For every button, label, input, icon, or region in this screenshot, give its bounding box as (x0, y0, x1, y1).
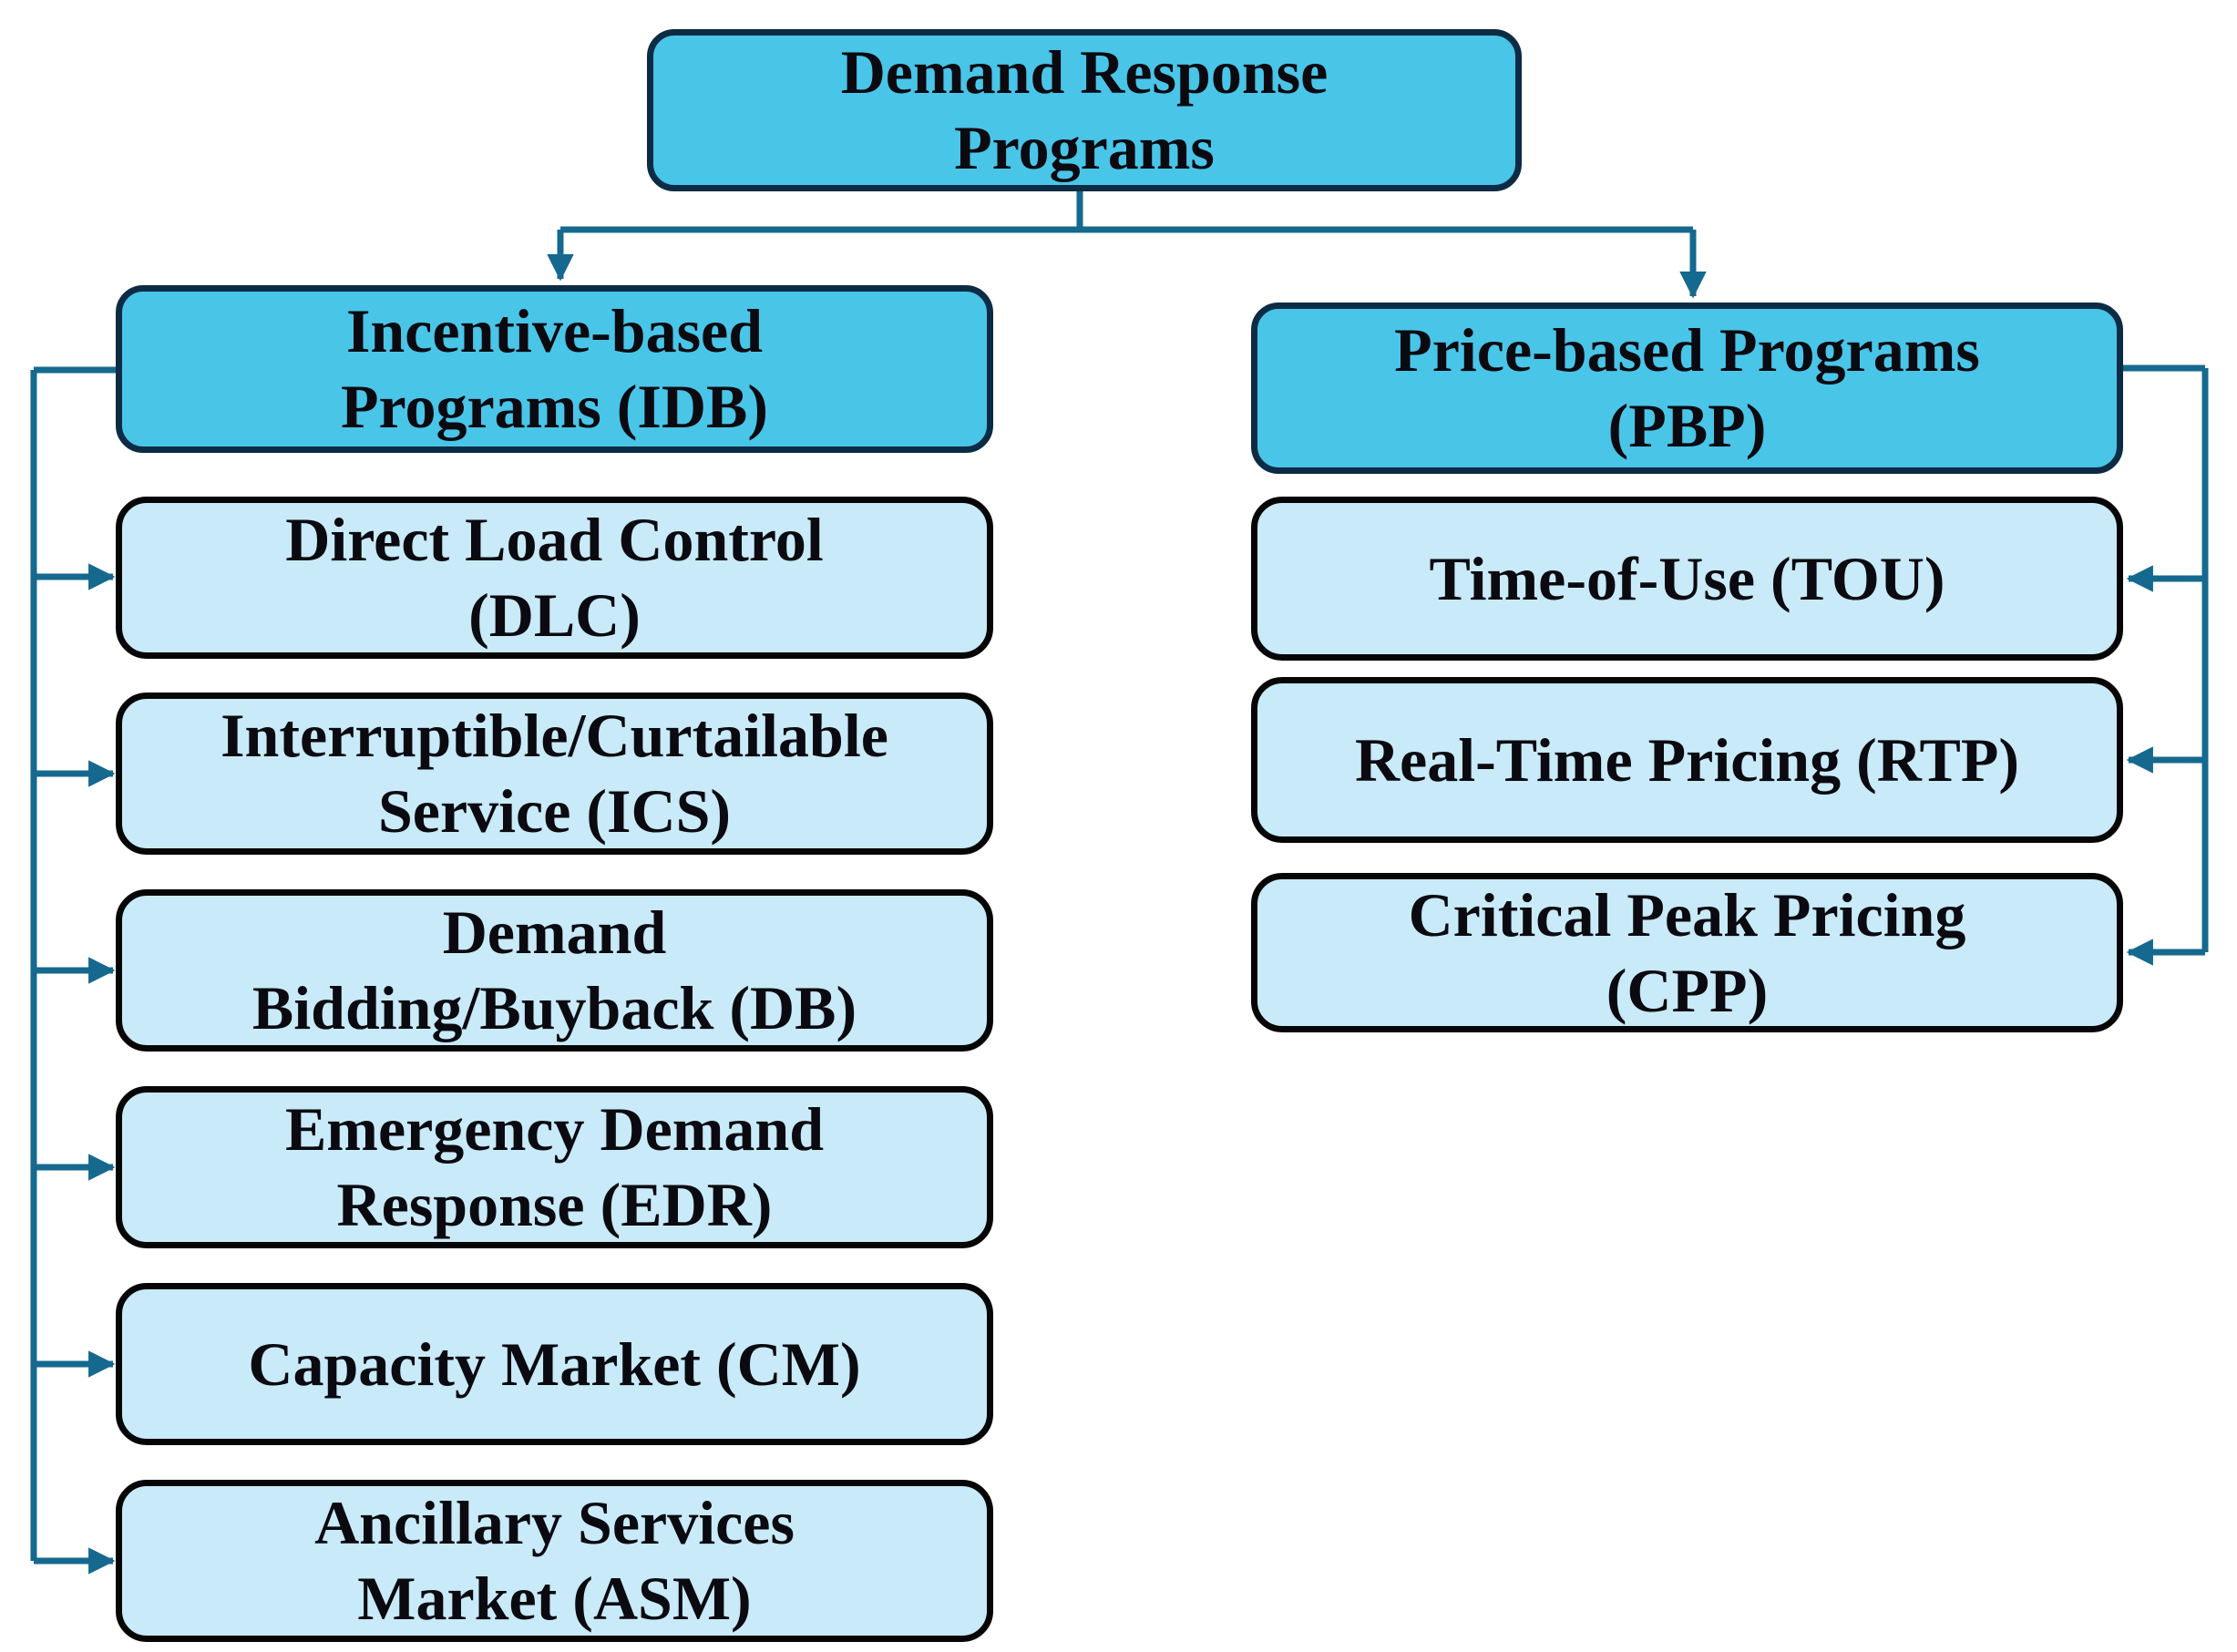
node-real-time-pricing: Real-Time Pricing (RTP) (1251, 677, 2123, 843)
node-time-of-use: Time-of-Use (TOU) (1251, 497, 2123, 661)
node-interruptible-curtailable-service: Interruptible/Curtailable Service (ICS) (116, 693, 993, 855)
node-label-line: Critical Peak Pricing (1408, 879, 1966, 949)
node-price-based-header: Price-based Programs (PBP) (1251, 303, 2123, 474)
node-direct-load-control: Direct Load Control (DLC) (116, 497, 993, 659)
node-label-line: Interruptible/Curtailable (221, 701, 888, 771)
node-label-line: (CPP) (1606, 955, 1769, 1025)
node-label-line: Service (ICS) (377, 776, 732, 846)
node-emergency-demand-response: Emergency Demand Response (EDR) (116, 1086, 993, 1248)
node-incentive-based-header: Incentive-based Programs (IDB) (116, 285, 993, 453)
node-label-line: Bidding/Buyback (DB) (251, 973, 857, 1042)
node-label-line: (DLC) (468, 580, 641, 650)
node-label-line: Direct Load Control (285, 505, 824, 575)
node-label-line: Demand (442, 898, 667, 968)
node-label-line: Programs (IDB) (341, 372, 768, 441)
node-demand-response-programs: Demand Response Programs (647, 29, 1522, 191)
node-label-line: Price-based Programs (1394, 315, 1980, 385)
node-label-line: Incentive-based (345, 296, 764, 366)
node-label-line: Ancillary Services (314, 1488, 795, 1558)
node-ancillary-services-market: Ancillary Services Market (ASM) (116, 1480, 993, 1642)
node-label-line: Programs (954, 113, 1215, 182)
node-critical-peak-pricing: Critical Peak Pricing (CPP) (1251, 873, 2123, 1032)
node-label-line: Real-Time Pricing (RTP) (1354, 724, 2020, 795)
node-label-line: (PBP) (1607, 391, 1767, 460)
node-label-line: Capacity Market (CM) (248, 1329, 861, 1399)
node-capacity-market: Capacity Market (CM) (116, 1283, 993, 1445)
node-demand-bidding-buyback: Demand Bidding/Buyback (DB) (116, 889, 993, 1052)
node-label-line: Response (EDR) (336, 1170, 773, 1239)
node-label-line: Market (ASM) (357, 1564, 752, 1633)
node-label-line: Time-of-Use (TOU) (1429, 543, 1945, 613)
node-label-line: Demand Response (840, 37, 1329, 108)
node-label-line: Emergency Demand (284, 1094, 825, 1165)
